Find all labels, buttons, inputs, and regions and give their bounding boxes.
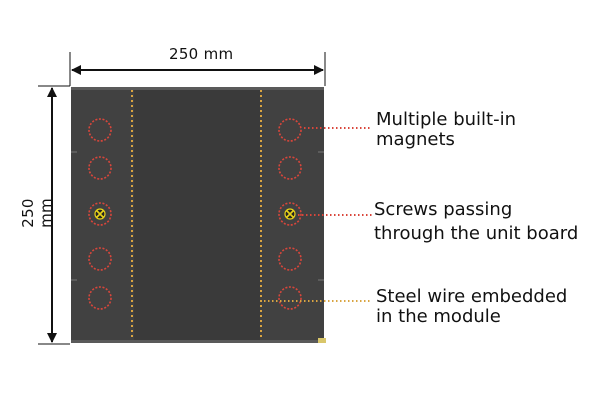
width-dimension-label: 250 mm [169, 45, 234, 63]
magnet-ring [278, 156, 302, 180]
magnets-callout: Multiple built-in magnets [376, 110, 516, 150]
screws-callout: Screws passing through the unit board [374, 200, 578, 244]
magnet-ring [88, 202, 112, 226]
board-bottom-right-tab [318, 338, 326, 343]
magnet-ring [278, 247, 302, 271]
screws-callout-line-2: through the unit board [374, 223, 579, 244]
magnet-ring [278, 118, 302, 142]
height-dimension-label: 250 mm [19, 198, 55, 228]
wire-callout-line-1: Steel wire embedded [376, 286, 568, 307]
screws-callout-line-1: Screws passing [374, 199, 513, 220]
wire-callout: Steel wire embedded in the module [376, 287, 567, 327]
screw-icon [284, 208, 296, 220]
magnet-ring [278, 202, 302, 226]
wire-callout-line-2: in the module [376, 306, 501, 327]
magnets-callout-line-1: Multiple built-in [376, 109, 517, 130]
magnet-ring [88, 286, 112, 310]
magnet-ring [88, 118, 112, 142]
magnet-ring [278, 286, 302, 310]
screw-icon [94, 208, 106, 220]
board-top-edge [71, 87, 324, 90]
board-bottom-edge [71, 340, 324, 343]
board-center-panel [134, 87, 260, 343]
magnet-ring [88, 247, 112, 271]
led-module-board [71, 87, 326, 343]
magnet-ring [88, 156, 112, 180]
magnets-callout-line-2: magnets [376, 129, 455, 150]
